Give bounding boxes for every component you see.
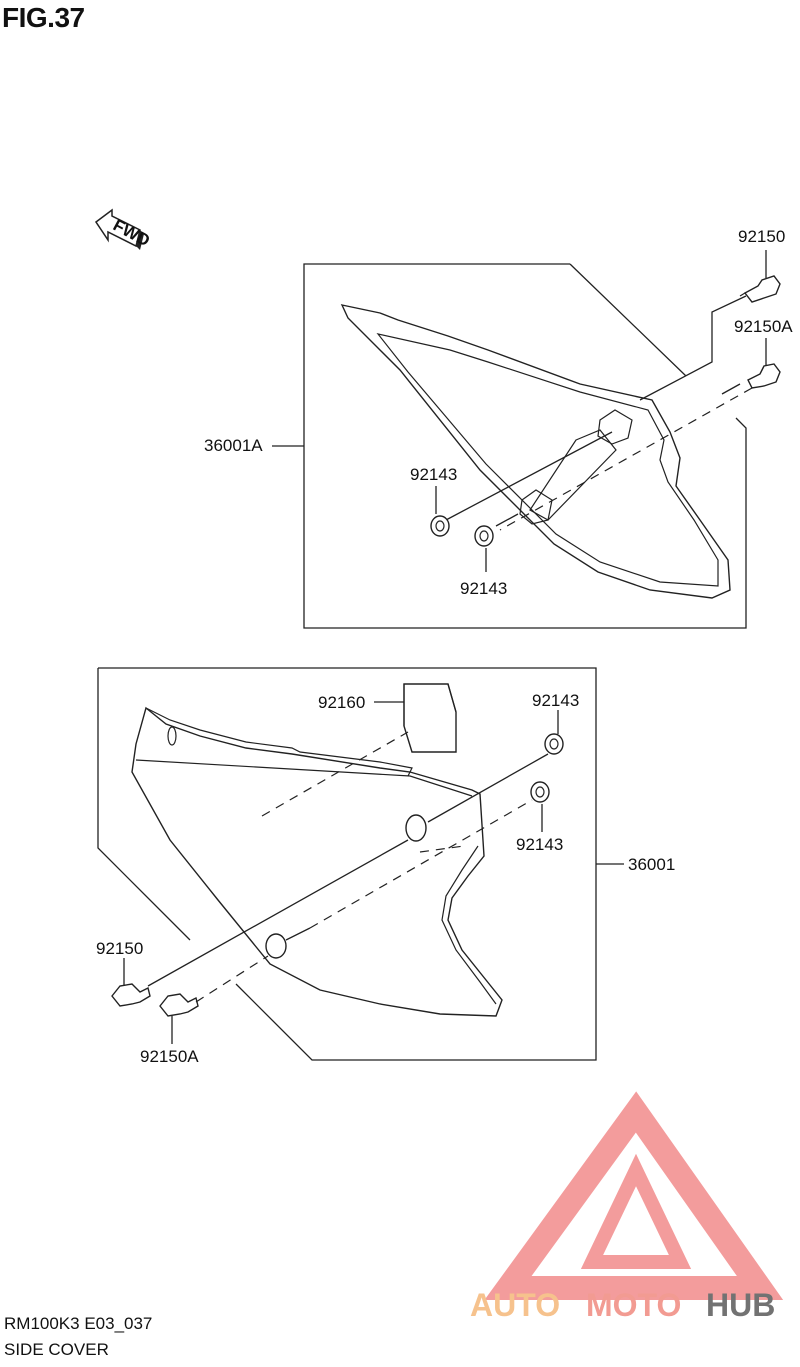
upper-grommet-92143-b [474, 525, 494, 572]
lower-group-frame [97, 667, 597, 1061]
label-92150a-lower: 92150A [140, 1047, 199, 1066]
label-92160: 92160 [318, 693, 365, 712]
figure-title: FIG.37 [2, 2, 85, 33]
label-92143-lower-b: 92143 [516, 835, 563, 854]
upper-bolt-92150 [739, 250, 781, 303]
lower-bolt-92150 [111, 958, 151, 1007]
lower-grommet-92143-b [530, 781, 550, 832]
logo-text-auto: AUTO [470, 1287, 560, 1323]
lower-side-cover-36001 [131, 706, 503, 1017]
label-92143-upper-a: 92143 [410, 465, 457, 484]
footer-diagram-code: RM100K3 E03_037 [4, 1314, 153, 1333]
upper-bolt-92150a [747, 338, 781, 389]
lower-grommet-92143-a [544, 710, 564, 755]
label-36001a: 36001A [204, 436, 263, 455]
fwd-arrow-icon: FWD [94, 208, 153, 250]
lower-bolt-92150a [159, 993, 199, 1044]
label-92143-upper-b: 92143 [460, 579, 507, 598]
sticker-92160 [374, 683, 457, 753]
label-92150-lower: 92150 [96, 939, 143, 958]
footer-section-name: SIDE COVER [4, 1340, 109, 1359]
label-36001: 36001 [628, 855, 675, 874]
fwd-label: FWD [110, 215, 153, 250]
upper-side-cover-36001a [340, 304, 731, 599]
upper-grommet-92143-a [430, 486, 450, 537]
upper-group-frame [303, 263, 747, 629]
label-92143-lower-a: 92143 [532, 691, 579, 710]
automotohub-logo: AUTO MOTO HUB [470, 1091, 784, 1323]
label-92150a-upper: 92150A [734, 317, 793, 336]
logo-text-hub: HUB [706, 1287, 775, 1323]
logo-text-moto: MOTO [586, 1287, 681, 1323]
label-92150-upper: 92150 [738, 227, 785, 246]
